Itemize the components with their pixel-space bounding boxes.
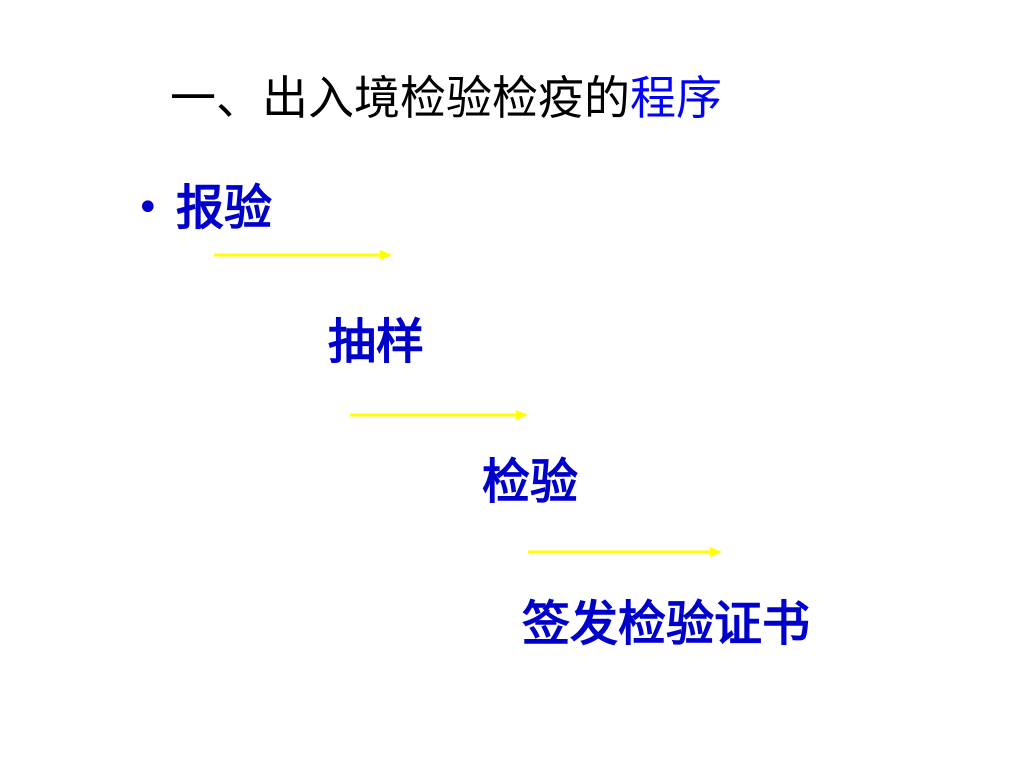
arrow-right-icon [350, 408, 530, 422]
slide-title: 一、出入境检验检疫的程序 [170, 66, 890, 130]
title-accent: 程序 [630, 71, 722, 125]
bullet-point: • [136, 185, 160, 231]
title-prefix: 一、出入境检验检疫的 [170, 71, 630, 125]
arrow-right-icon [214, 248, 394, 262]
step-chouyang: 抽样 [328, 314, 425, 370]
arrow-right-icon [528, 545, 724, 559]
step-jianyan: 检验 [482, 454, 579, 510]
step-qianfa-zhengshu: 签发检验证书 [522, 596, 811, 652]
step-baoyan: 报验 [176, 180, 273, 236]
